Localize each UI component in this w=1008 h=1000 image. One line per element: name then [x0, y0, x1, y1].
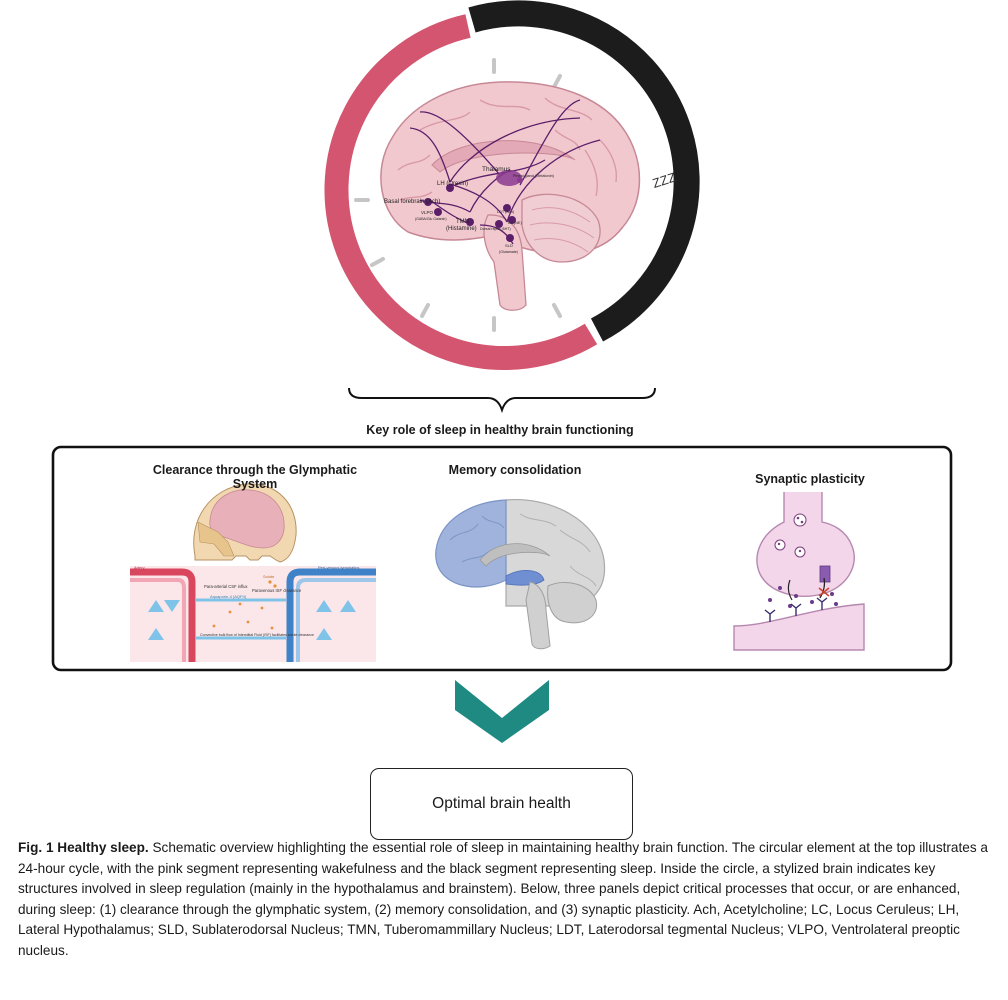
memory-gyri [449, 515, 505, 563]
figure-caption: Fig. 1 Healthy sleep. Schematic overview… [18, 838, 993, 961]
vein-vessel [286, 568, 376, 662]
caption-body: Schematic overview highlighting the esse… [18, 840, 988, 958]
postsynaptic-membrane [733, 603, 865, 651]
synapse-illustration [733, 492, 865, 651]
panel-title-memory: Memory consolidation [448, 463, 582, 477]
thalamus-node [496, 170, 522, 186]
curly-brace [348, 387, 656, 414]
glymphatic-illustration: Artery Peri-venous lymphatics Para-arter… [130, 483, 376, 662]
label-perivenous: Peri-venous lymphatics [318, 565, 359, 570]
synaptic-vesicles [774, 513, 807, 558]
outcome-box: Optimal brain health [370, 768, 633, 840]
vlpo-node [434, 208, 442, 216]
raphe-node [495, 220, 503, 228]
key-role-label: Key role of sleep in healthy brain funct… [366, 423, 634, 437]
memory-corpus-callosum [479, 543, 551, 567]
label-basal-forebrain: Basal forebrain (Ach) [384, 199, 440, 205]
tmn-node [466, 218, 474, 226]
artery-vessel [130, 568, 196, 662]
down-chevron-arrow [455, 680, 549, 743]
presynaptic-terminal [756, 492, 855, 597]
outcome-label: Optimal brain health [432, 795, 571, 812]
glymphatic-labels: Artery Peri-venous lymphatics Para-arter… [134, 565, 359, 637]
caption-heading: Healthy sleep. [57, 840, 149, 855]
label-sld: SLD [505, 243, 513, 248]
label-paravenous: Paravenous ISF clearance [252, 588, 302, 593]
vein-vessel-wall [296, 578, 376, 662]
label-aqp4: Aquaporin-4 (AQP4) [210, 594, 247, 599]
label-thalamus: Thalamus [482, 166, 511, 173]
reuptake-transporter [819, 565, 831, 583]
wake-segment [324, 14, 598, 370]
ldt-node [503, 204, 511, 212]
hippocampus-region [505, 570, 545, 586]
figure-illustration: ZZZ [51, 0, 953, 743]
brainstem [483, 214, 527, 311]
neurotransmitters [768, 586, 838, 608]
flow-arrows [148, 600, 356, 640]
sleep-zzz-icon: ZZZ [651, 169, 678, 191]
face-bones [197, 521, 235, 557]
solute-dots [212, 580, 277, 630]
label-sld-sub: (Glutamate) [499, 250, 518, 254]
label-lh: LH (Orexin) [437, 181, 468, 187]
pineal-node [517, 177, 523, 183]
memory-brain-illustration [435, 498, 606, 650]
vesicle-cargo [777, 516, 804, 553]
label-vlpo-sub: (GABA/Glu Galanin) [415, 217, 447, 221]
memory-brainstem [525, 581, 551, 650]
blocked-reuptake-mark [818, 587, 830, 597]
lc-node [508, 216, 516, 224]
label-solute: Solute [263, 574, 275, 579]
label-pineal: Pineal gland (Melatonin) [513, 174, 555, 178]
receptors [764, 597, 828, 622]
gyri-lines [397, 97, 618, 201]
neural-pathways [409, 99, 601, 245]
brain-labels: Thalamus Pineal gland (Melatonin) LH (Or… [384, 166, 555, 254]
caption-fig-number: Fig. 1 [18, 840, 54, 855]
label-tmn-sub: (Histamine) [446, 226, 477, 232]
label-ldt: LDT (Ach) [497, 210, 515, 214]
basal-forebrain-node [424, 198, 432, 206]
cerebellum-folia [529, 207, 595, 253]
label-tmn: TMN [456, 219, 469, 225]
cerebellum [521, 193, 601, 263]
label-vlpo: VLPO [421, 210, 434, 215]
plasticity-arrows [787, 577, 826, 601]
memory-gyri-grey [519, 513, 597, 587]
lh-node [446, 184, 454, 192]
processes-panel-frame [51, 445, 953, 672]
sleep-segment [468, 0, 700, 342]
label-artery: Artery [134, 565, 145, 570]
sleep-wake-clock: ZZZ [324, 0, 700, 370]
label-convective: Convective bulk flow of Interstitial Flu… [200, 633, 314, 637]
brain-sagittal: Thalamus Pineal gland (Melatonin) LH (Or… [380, 81, 641, 311]
artery-vessel-wall [130, 578, 186, 662]
memory-brain-cortex-blue [435, 499, 507, 588]
label-raphe: Dorsal raphe (5HT) [480, 227, 511, 231]
panel-title-glymphatic: Clearance through the Glymphatic System [152, 463, 358, 491]
panel-title-synaptic: Synaptic plasticity [755, 472, 865, 486]
label-para-arterial: Para-arterial CSF influx [204, 584, 248, 589]
label-lc: LC (NE) [508, 221, 522, 225]
memory-cerebellum [547, 582, 598, 624]
sld-node [506, 234, 514, 242]
